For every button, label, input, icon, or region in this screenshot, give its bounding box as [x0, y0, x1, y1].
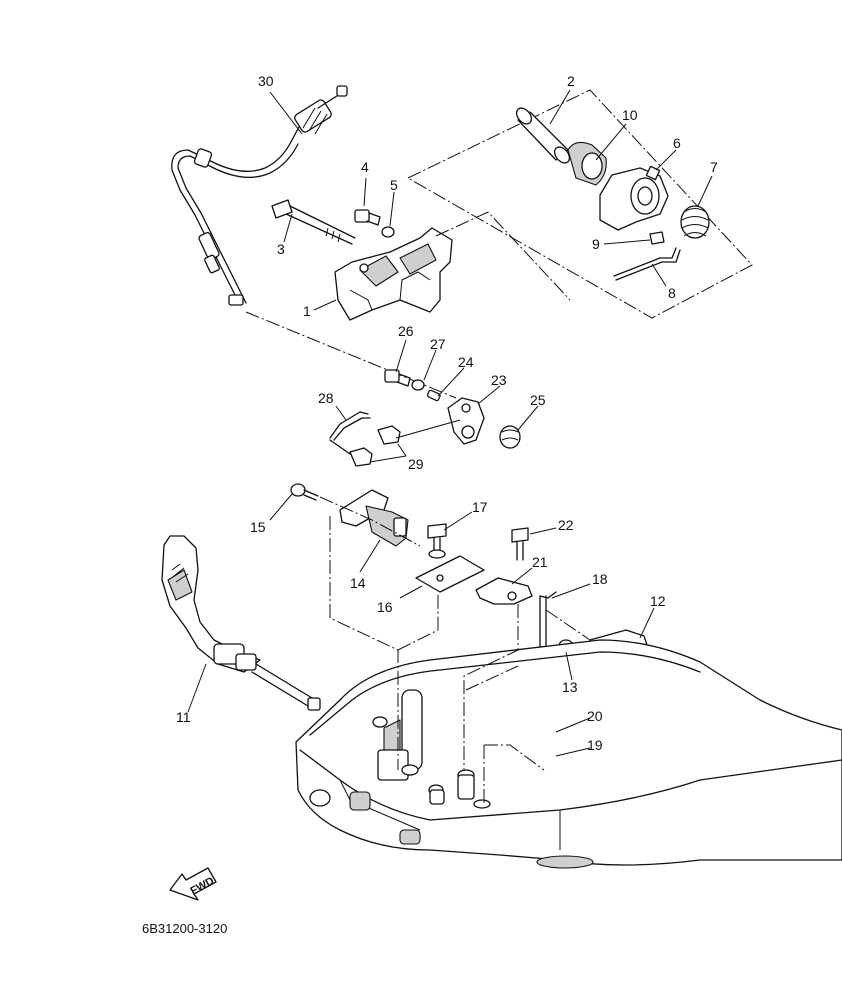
dash-leader-lower-6	[545, 609, 591, 641]
callout-15: 15	[250, 519, 266, 535]
callout-3: 3	[277, 241, 285, 257]
part-11-tiller-handle	[161, 535, 321, 711]
part-22-screw	[511, 527, 529, 561]
callout-12: 12	[650, 593, 666, 609]
part-3-bolt	[271, 199, 356, 245]
callout-2: 2	[567, 73, 575, 89]
callout-20: 20	[587, 708, 603, 724]
callout-30: 30	[258, 73, 274, 89]
callout-21: 21	[532, 554, 548, 570]
callout-8: 8	[668, 285, 676, 301]
part-1-bracket	[334, 227, 453, 321]
part-29-clip	[349, 425, 401, 467]
callout-5: 5	[390, 177, 398, 193]
callout-13: 13	[562, 679, 578, 695]
dash-leader-bracket	[435, 211, 571, 301]
part-4-bolt	[354, 209, 381, 226]
part-23-lever	[447, 397, 485, 445]
part-26-bolt	[384, 369, 411, 387]
callout-1: 1	[303, 303, 311, 319]
callout-9: 9	[592, 236, 600, 252]
callout-16: 16	[377, 599, 393, 615]
dash-leader-lower-1	[329, 516, 399, 770]
dash-leader-lower-5	[483, 744, 545, 806]
callout-29: 29	[408, 456, 424, 472]
callout-leaders	[187, 89, 713, 757]
dash-leader-lower-3	[463, 604, 519, 770]
part-14-holder	[339, 489, 409, 547]
callout-28: 28	[318, 390, 334, 406]
dash-box-1	[406, 89, 753, 319]
callout-26: 26	[398, 323, 414, 339]
part-7-spring	[680, 205, 710, 239]
callout-22: 22	[558, 517, 574, 533]
part-5-washer	[381, 226, 395, 238]
callout-17: 17	[472, 499, 488, 515]
part-10-collar	[567, 141, 607, 186]
callout-labels: 30 2 10 6 7 9 8 4 5 3 1 26 27 24 23 25 2…	[176, 73, 718, 753]
part-16-plate	[415, 555, 485, 593]
part-25-spring	[499, 425, 521, 449]
callout-25: 25	[530, 392, 546, 408]
part-8-rod	[613, 247, 681, 281]
callout-27: 27	[430, 336, 446, 352]
dash-leader-29	[395, 419, 461, 439]
callout-11: 11	[176, 709, 191, 725]
part-24-pin	[426, 389, 441, 402]
callout-14: 14	[350, 575, 366, 591]
part-27-washer	[411, 379, 425, 391]
callout-10: 10	[622, 107, 638, 123]
callout-7: 7	[710, 159, 718, 175]
callout-6: 6	[673, 135, 681, 151]
dash-leader-lower-2	[397, 592, 439, 651]
part-18-rod	[539, 591, 557, 649]
part-15-screw	[290, 483, 319, 501]
part-6-cam	[599, 165, 669, 231]
callout-24: 24	[458, 354, 474, 370]
part-17-screw	[427, 523, 447, 559]
part-2-sleeve	[515, 107, 571, 164]
cowling-bosses	[372, 689, 491, 809]
callout-18: 18	[592, 571, 608, 587]
dash-leader-lower-4	[465, 665, 519, 691]
part-9-clip	[649, 231, 665, 245]
part-21-bracket	[475, 577, 533, 605]
fwd-arrow-icon: FWD	[169, 867, 217, 901]
callout-4: 4	[361, 159, 369, 175]
callout-23: 23	[491, 372, 507, 388]
part-28-link-rod	[329, 411, 371, 455]
callout-19: 19	[587, 737, 603, 753]
dash-leader-lower-7	[319, 496, 421, 547]
part-30-throttle-cable	[171, 85, 348, 306]
drawing-code: 6B31200-3120	[142, 921, 227, 936]
